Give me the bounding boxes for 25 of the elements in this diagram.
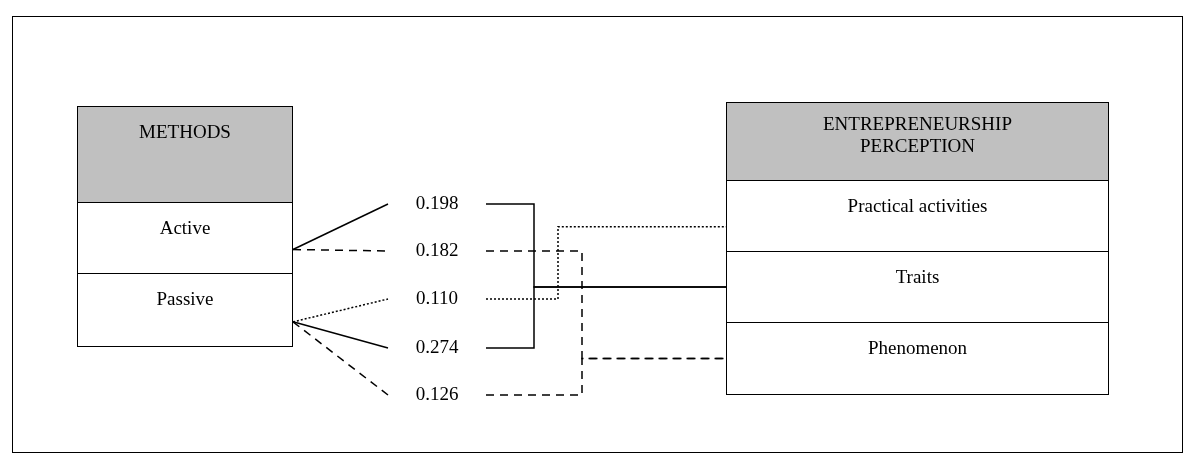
- category-label: Passive: [156, 288, 214, 310]
- table-cell: [726, 251, 1109, 323]
- coefficient-value: 0.182: [415, 238, 459, 262]
- connector-line: [485, 226, 727, 300]
- connector-line: [485, 286, 727, 349]
- table-header-cell: [726, 102, 1109, 181]
- category-label: Active: [159, 217, 211, 239]
- coefficient-value: 0.126: [415, 382, 459, 406]
- table-cell: [77, 273, 293, 347]
- header-text: ENTREPRENEURSHIP PERCEPTION: [822, 113, 1013, 157]
- coefficient-value: 0.274: [415, 335, 459, 359]
- connector-line: [292, 321, 389, 349]
- connector-line: [485, 357, 727, 396]
- table-header-cell: [77, 106, 293, 203]
- category-label: Phenomenon: [867, 337, 968, 359]
- connector-line: [292, 321, 389, 396]
- connector-line: [292, 203, 389, 251]
- coefficient-value: 0.110: [415, 286, 458, 310]
- table-cell: [726, 322, 1109, 395]
- coefficient-value: 0.198: [415, 191, 459, 215]
- category-label: Practical activities: [847, 195, 988, 217]
- table-cell: [77, 202, 293, 274]
- table-cell: [726, 180, 1109, 252]
- header-text: METHODS: [139, 121, 231, 143]
- category-label: Traits: [895, 266, 940, 288]
